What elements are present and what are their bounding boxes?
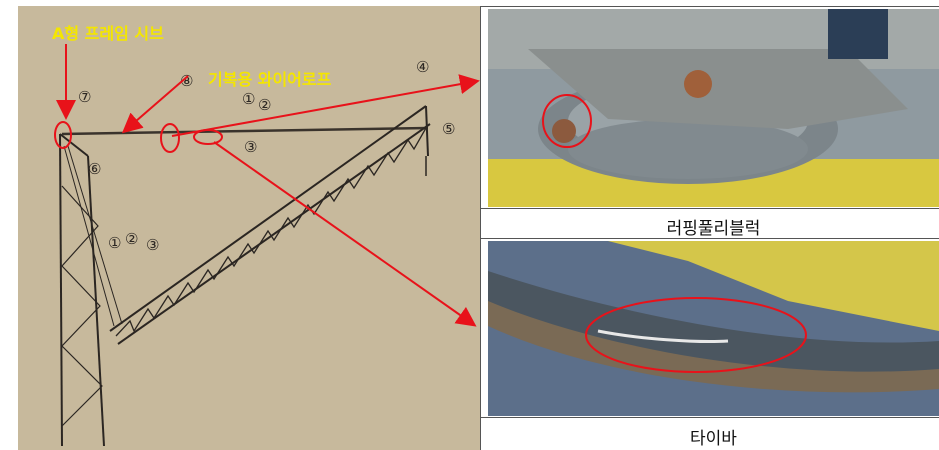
boom-truss [109,105,431,345]
table-rule [480,6,481,450]
crane-diagram: ⑦ ⑥ ⑧ ① ③ ④ ⑤ ① ② ③ ② A형 프레임 시브 기복용 와이어로… [18,6,480,450]
luffing-rope-label: 기복용 와이어로프 [208,70,332,89]
part-number: ① [242,90,255,108]
table-rule [480,208,939,209]
part-number: ④ [416,58,429,76]
part-number: ③ [244,138,257,156]
luffing-pulley-caption: 러핑풀리블럭 [666,219,761,239]
a-frame-sheave-label: A형 프레임 시브 [52,24,164,43]
tie-bar-photo [488,241,939,416]
part-number: ① [108,234,121,252]
table-rule [480,417,939,418]
part-number: ② [125,230,138,248]
luffing-rope-line [61,126,429,136]
part-number: ⑧ [180,72,193,90]
part-number: ⑥ [88,160,101,178]
luffing-pulley-photo [488,9,939,207]
part-number: ⑤ [442,120,455,138]
tie-bar-caption: 타이바 [690,429,737,449]
part-number: ③ [146,236,159,254]
part-number: ⑦ [78,88,91,106]
table-rule [480,238,939,239]
table-rule [480,6,939,7]
part-number: ② [258,96,271,114]
